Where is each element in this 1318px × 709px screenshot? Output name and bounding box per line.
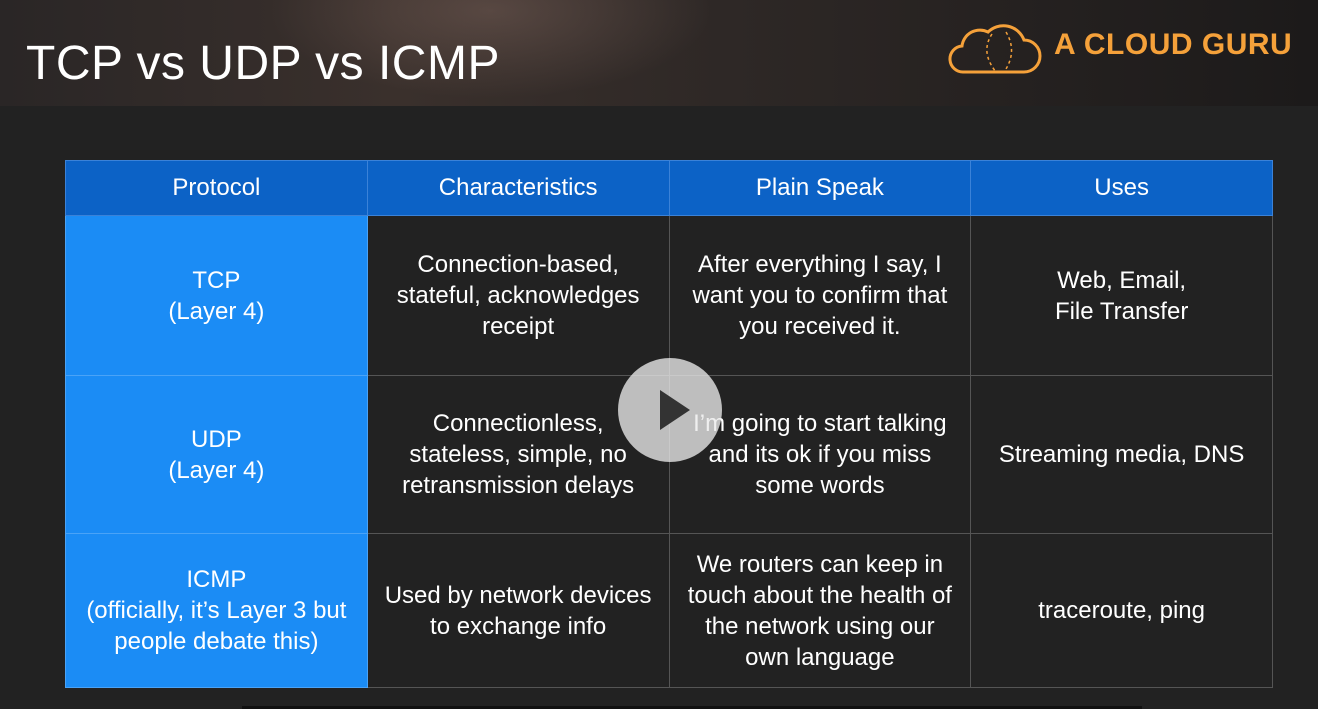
protocol-name: TCP bbox=[192, 266, 241, 294]
uses-cell: Web, Email, File Transfer bbox=[970, 215, 1273, 376]
cell-line: retransmission delays bbox=[402, 472, 635, 499]
cell-line: File Transfer bbox=[1054, 297, 1189, 325]
video-progress-track[interactable] bbox=[242, 706, 1142, 709]
protocol-layer: (Layer 4) bbox=[168, 456, 265, 484]
cell-line: I’m going to start talking bbox=[693, 410, 947, 437]
cell-line: Streaming media, DNS bbox=[998, 441, 1245, 468]
header-characteristics: Characteristics bbox=[366, 160, 670, 216]
play-button[interactable] bbox=[618, 358, 722, 462]
table-row-icmp: ICMP (officially, it’s Layer 3 but peopl… bbox=[65, 533, 1273, 688]
header-plain-speak: Plain Speak bbox=[668, 160, 972, 216]
presenter-video-background bbox=[250, 0, 730, 106]
table-row-udp: UDP (Layer 4) Connectionless, stateless,… bbox=[65, 375, 1273, 534]
characteristics-cell: Connection-based, stateful, acknowledges… bbox=[366, 215, 670, 376]
protocol-cell: ICMP (officially, it’s Layer 3 but peopl… bbox=[65, 533, 368, 688]
cell-line: stateless, simple, no bbox=[409, 441, 627, 468]
protocol-cell: UDP (Layer 4) bbox=[65, 375, 368, 534]
protocol-cell: TCP (Layer 4) bbox=[65, 215, 368, 376]
cell-line: Used by network devices bbox=[384, 581, 652, 609]
cell-line: traceroute, ping bbox=[1038, 597, 1206, 624]
characteristics-cell: Used by network devices to exchange info bbox=[366, 533, 670, 688]
plain-speak-cell: After everything I say, I want you to co… bbox=[668, 215, 972, 376]
protocol-name: UDP bbox=[191, 425, 242, 453]
table-row-tcp: TCP (Layer 4) Connection-based, stateful… bbox=[65, 215, 1273, 376]
plain-speak-cell: We routers can keep in touch about the h… bbox=[668, 533, 972, 688]
cell-line: want you to confirm that bbox=[692, 282, 948, 309]
header-uses: Uses bbox=[970, 160, 1273, 216]
cell-line: the network using our bbox=[705, 612, 935, 640]
play-icon bbox=[660, 390, 690, 430]
protocol-layer: (Layer 4) bbox=[168, 297, 265, 325]
slide-title: TCP vs UDP vs ICMP bbox=[26, 37, 500, 90]
protocol-comparison-table: Protocol Characteristics Plain Speak Use… bbox=[65, 160, 1273, 688]
cell-line: Connection-based, bbox=[417, 251, 619, 278]
cell-line: own language bbox=[745, 643, 895, 671]
protocol-layer: (officially, it’s Layer 3 but bbox=[86, 597, 347, 624]
cell-line: Web, Email, bbox=[1057, 266, 1187, 294]
uses-cell: traceroute, ping bbox=[970, 533, 1273, 688]
cell-line: some words bbox=[755, 472, 885, 499]
cell-line: After everything I say, I bbox=[698, 251, 942, 278]
cell-line: you received it. bbox=[739, 313, 901, 340]
protocol-note: people debate this) bbox=[114, 628, 319, 655]
header-protocol: Protocol bbox=[65, 160, 368, 216]
cell-line: Connectionless, bbox=[432, 410, 604, 437]
cell-line: touch about the health of bbox=[687, 581, 952, 609]
uses-cell: Streaming media, DNS bbox=[970, 375, 1273, 534]
cell-line: stateful, acknowledges bbox=[396, 282, 640, 309]
table-header-row: Protocol Characteristics Plain Speak Use… bbox=[65, 160, 1273, 216]
cell-line: and its ok if you miss bbox=[708, 441, 932, 468]
brand-logo: A CLOUD GURU bbox=[944, 20, 1304, 78]
cell-line: to exchange info bbox=[430, 612, 607, 640]
cloud-logo-icon bbox=[948, 24, 1042, 74]
brand-name: A CLOUD GURU bbox=[1054, 28, 1293, 61]
cell-line: receipt bbox=[482, 313, 555, 340]
title-band bbox=[0, 0, 1318, 106]
protocol-name: ICMP bbox=[186, 566, 247, 593]
cell-line: We routers can keep in bbox=[696, 550, 944, 578]
plain-speak-cell: I’m going to start talking and its ok if… bbox=[668, 375, 972, 534]
